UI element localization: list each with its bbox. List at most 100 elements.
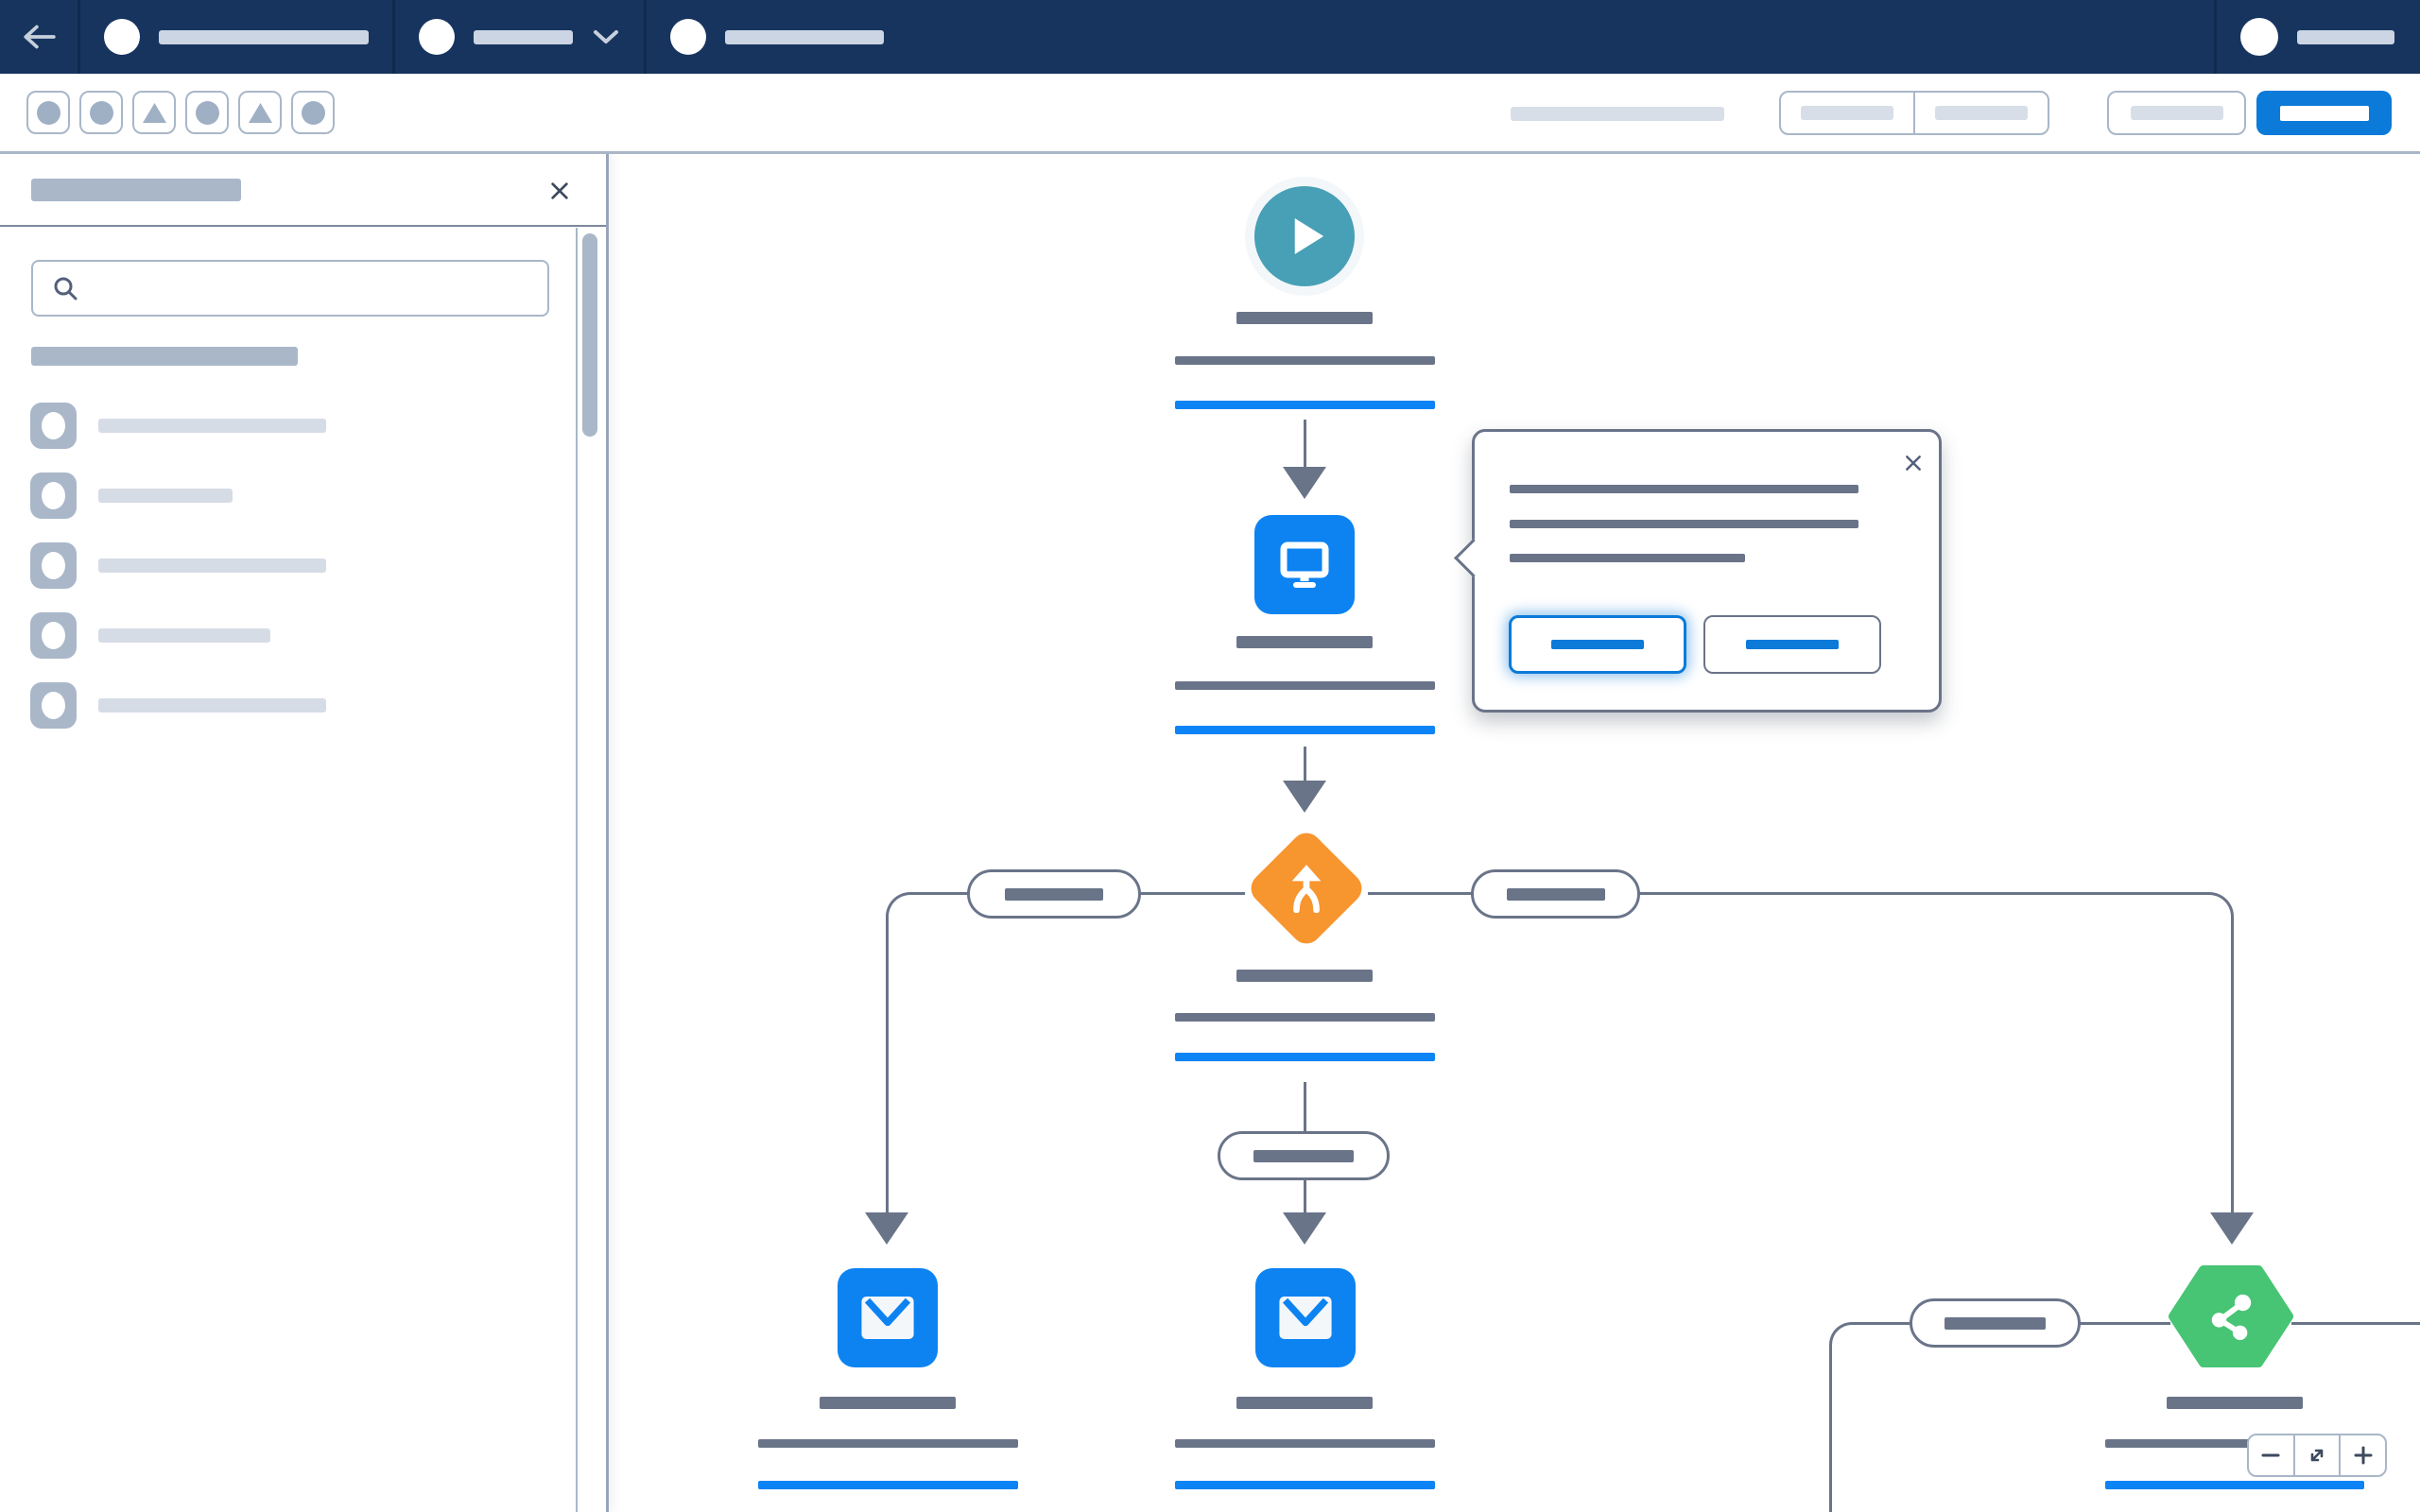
- share-node-text-placeholder: [2105, 1439, 2364, 1448]
- decision-node-link-placeholder[interactable]: [1175, 1053, 1435, 1061]
- toggle-right-button[interactable]: [1913, 93, 2048, 133]
- panel-scrollbar[interactable]: [582, 233, 597, 437]
- panel-list-item-2[interactable]: [30, 472, 576, 519]
- share-right-connector: [2291, 1322, 2420, 1325]
- screen-node-link-placeholder[interactable]: [1175, 726, 1435, 734]
- panel-title-placeholder: [31, 179, 241, 201]
- search-input[interactable]: [31, 260, 549, 317]
- button-label-placeholder: [2130, 106, 2223, 120]
- branch-label-placeholder: [1506, 887, 1605, 901]
- panel-list-item-5[interactable]: [30, 682, 576, 729]
- section-label-placeholder: [159, 29, 369, 44]
- top-navbar: [0, 0, 2420, 74]
- plus-icon: [2354, 1446, 2373, 1465]
- triangle-icon: [248, 102, 272, 123]
- circle-icon: [195, 100, 219, 125]
- email-node-left[interactable]: [838, 1268, 938, 1367]
- element-badge-icon: [30, 472, 77, 519]
- primary-action-button[interactable]: [2256, 91, 2392, 135]
- toolbar-circle-button-1[interactable]: [26, 91, 70, 134]
- hexagon-shape: [2169, 1265, 2293, 1367]
- section-avatar: [670, 19, 706, 55]
- popover-close-button[interactable]: [1904, 454, 1923, 472]
- branch-label-left[interactable]: [967, 869, 1141, 919]
- email-left-link-placeholder[interactable]: [758, 1481, 1018, 1489]
- canvas-toolbar: [0, 74, 2420, 154]
- decision-node[interactable]: [1244, 826, 1369, 951]
- section-label-placeholder: [725, 29, 884, 44]
- connector-start-screen: [1304, 420, 1306, 469]
- email-node-center[interactable]: [1255, 1268, 1356, 1367]
- fit-view-button[interactable]: [2292, 1435, 2340, 1475]
- screen-node[interactable]: [1254, 515, 1355, 614]
- email-left-text-placeholder: [758, 1439, 1018, 1448]
- branch-label-placeholder: [1945, 1316, 2046, 1330]
- element-badge-icon: [30, 682, 77, 729]
- screen-node-title-placeholder: [1236, 636, 1373, 648]
- button-label-placeholder: [1746, 640, 1839, 649]
- arrow-left-icon: [24, 25, 56, 49]
- popover-primary-button[interactable]: [1509, 615, 1686, 674]
- user-menu[interactable]: [2217, 0, 2420, 74]
- user-avatar: [2240, 18, 2278, 56]
- zoom-in-button[interactable]: [2339, 1435, 2385, 1475]
- merge-arrow-icon: [1291, 865, 1322, 913]
- navbar-section-2[interactable]: [395, 0, 644, 74]
- toolbar-circle-button-2[interactable]: [79, 91, 123, 134]
- panel-list-item-3[interactable]: [30, 542, 576, 589]
- section-avatar: [419, 19, 455, 55]
- decision-node-title-placeholder: [1236, 970, 1373, 982]
- popover-text-placeholder: [1510, 485, 1858, 493]
- zoom-out-button[interactable]: [2249, 1435, 2293, 1475]
- panel-body: [0, 228, 578, 1512]
- arrowhead: [1283, 781, 1326, 813]
- navbar-section-3: [647, 0, 908, 74]
- triangle-icon: [142, 102, 166, 123]
- branch-label-share[interactable]: [1910, 1298, 2081, 1348]
- branch-label-right[interactable]: [1471, 869, 1640, 919]
- toggle-left-button[interactable]: [1781, 93, 1913, 133]
- panel-close-button[interactable]: [549, 180, 570, 201]
- button-label-placeholder: [1801, 106, 1893, 120]
- share-pill-connector: [2079, 1322, 2170, 1325]
- toolbar-status-placeholder: [1511, 107, 1724, 121]
- branch-label-placeholder: [1005, 887, 1103, 901]
- item-label-placeholder: [98, 558, 326, 573]
- popover-text-placeholder: [1510, 554, 1745, 562]
- start-node-link-placeholder[interactable]: [1175, 401, 1435, 409]
- help-popover: [1472, 429, 1942, 713]
- back-button[interactable]: [0, 0, 78, 74]
- branch-label-middle[interactable]: [1218, 1131, 1390, 1180]
- element-badge-icon: [30, 542, 77, 589]
- panel-list-item-4[interactable]: [30, 612, 576, 659]
- section-label-placeholder: [474, 29, 573, 44]
- email-center-title-placeholder: [1236, 1397, 1373, 1409]
- toolbar-triangle-button-3[interactable]: [132, 91, 176, 134]
- share-node[interactable]: [2168, 1263, 2294, 1369]
- toolbar-circle-button-6[interactable]: [291, 91, 335, 134]
- share-node-link-placeholder[interactable]: [2105, 1481, 2364, 1489]
- email-left-title-placeholder: [820, 1397, 956, 1409]
- zoom-controls: [2247, 1434, 2387, 1477]
- panel-list-item-1[interactable]: [30, 403, 576, 449]
- circle-icon: [36, 100, 60, 125]
- button-label-placeholder: [2279, 105, 2369, 121]
- toolbar-circle-button-4[interactable]: [185, 91, 229, 134]
- email-center-link-placeholder[interactable]: [1175, 1481, 1435, 1489]
- popover-text-placeholder: [1510, 520, 1858, 528]
- start-node-text-placeholder: [1175, 356, 1435, 365]
- branch-label-placeholder: [1253, 1149, 1354, 1162]
- decision-node-text-placeholder: [1175, 1013, 1435, 1022]
- envelope-icon: [1279, 1297, 1332, 1339]
- button-label-placeholder: [1551, 640, 1644, 649]
- navbar-divider: [644, 0, 647, 74]
- navbar-divider: [78, 0, 80, 74]
- chevron-down-icon: [594, 30, 618, 43]
- popover-secondary-button[interactable]: [1703, 615, 1881, 674]
- toolbar-triangle-button-5[interactable]: [238, 91, 282, 134]
- start-node[interactable]: [1254, 186, 1355, 286]
- user-name-placeholder: [2297, 29, 2394, 44]
- branch-right-connector: [1368, 892, 2234, 1212]
- secondary-button[interactable]: [2107, 91, 2246, 135]
- element-badge-icon: [30, 403, 77, 449]
